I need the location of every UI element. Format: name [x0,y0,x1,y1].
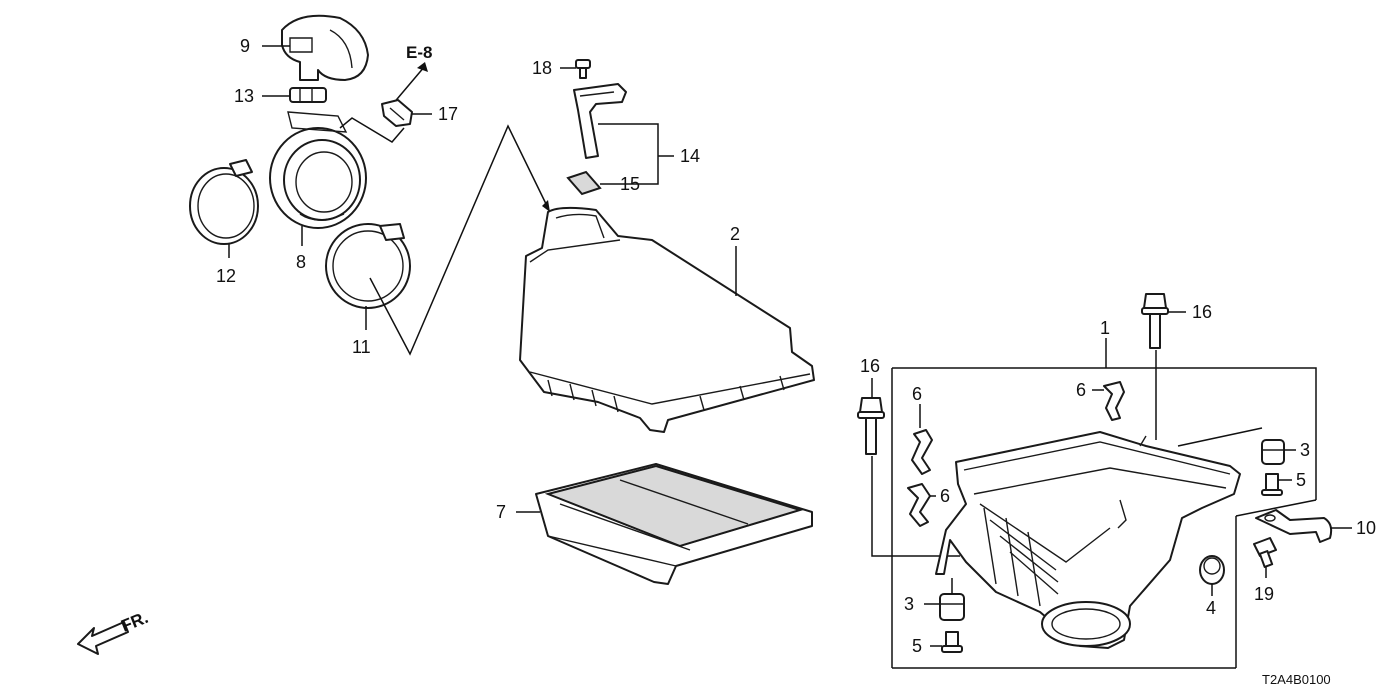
part-3-grommet-lower [939,593,965,621]
callout-11: 11 [352,337,371,357]
part-2-cleaner-cover [519,206,815,433]
part-6-hook-bottom [907,483,931,527]
part-12-clamp [189,159,259,245]
part-8-meter-housing [269,111,367,229]
callout-16-left: 16 [860,356,880,376]
part-19-bolt [1253,537,1277,568]
callout-1: 1 [1100,318,1110,338]
callout-6-top: 6 [1076,380,1086,400]
part-11-clamp [325,223,411,309]
part-9-intake-duct [281,14,369,81]
callout-16-top: 16 [1192,302,1212,322]
callout-15: 15 [620,174,640,194]
part-6-hook-top [1103,381,1125,421]
callout-13: 13 [234,86,254,106]
callout-14: 14 [680,146,700,166]
callout-6-middle: 6 [912,384,922,404]
part-7-filter-element [535,463,813,585]
part-17-clip [381,99,413,127]
callout-8: 8 [296,252,306,272]
callout-3-lower: 3 [904,594,914,614]
callout-12: 12 [216,266,236,286]
part-10-bracket [1255,509,1333,543]
diagram-code: T2A4B0100 [1262,672,1331,687]
part-6-hook-middle [911,429,933,475]
part-14-sensor [573,83,627,159]
part-1-cleaner-case [935,431,1241,649]
callout-18: 18 [532,58,552,78]
reference-arrow [391,62,428,106]
callout-7: 7 [496,502,506,522]
part-3-grommet-upper [1261,439,1285,465]
part-16-bolt-top [1141,293,1169,349]
reference-label-e8: E-8 [406,43,432,62]
callout-5-lower: 5 [912,636,922,656]
callout-6-bottom: 6 [940,486,950,506]
part-4-grommet [1199,555,1225,585]
callout-5-upper: 5 [1296,470,1306,490]
part-13-sensor [289,87,327,103]
part-5-collar-lower [941,631,963,653]
part-15-seal [566,170,602,196]
callout-9: 9 [240,36,250,56]
front-direction-arrow [77,621,129,655]
callout-4: 4 [1206,598,1216,618]
callout-2: 2 [730,224,740,244]
callout-10: 10 [1356,518,1376,538]
callout-3-upper: 3 [1300,440,1310,460]
front-label: FR. [118,608,151,636]
callout-19: 19 [1254,584,1274,604]
part-18-bolt [575,59,591,79]
callout-17: 17 [438,104,458,124]
part-5-collar-upper [1261,473,1283,496]
part-16-bolt-left [857,397,885,455]
